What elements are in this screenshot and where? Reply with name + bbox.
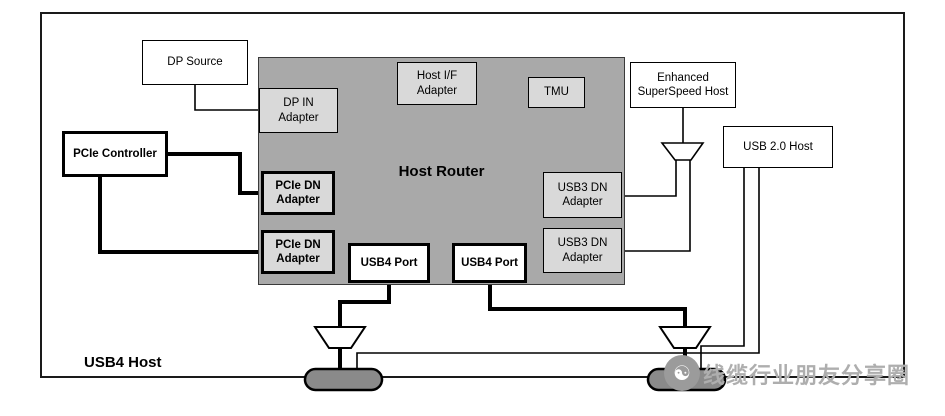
pcie-controller-label: PCIe Controller [73,147,157,160]
usb3-dn-adapter-2-box: USB3 DN Adapter [543,228,622,273]
host-if-adapter-box: Host I/F Adapter [397,62,477,105]
pcie-dn-adapter-2-label: PCIe DN Adapter [275,238,321,265]
pcie-dn-adapter-2-box: PCIe DN Adapter [261,230,335,274]
watermark-logo-icon: ☯ [664,355,700,391]
enhanced-superspeed-host-label: Enhanced SuperSpeed Host [637,71,729,98]
host-if-adapter-label: Host I/F Adapter [416,70,458,97]
enhanced-superspeed-host-box: Enhanced SuperSpeed Host [630,62,736,108]
pcie-dn-adapter-1-label: PCIe DN Adapter [275,179,321,206]
usb4-port-1-label: USB4 Port [360,256,418,269]
pcie-dn-adapter-1-box: PCIe DN Adapter [261,171,335,215]
tmu-label: TMU [544,86,569,99]
usb2-host-label: USB 2.0 Host [743,140,813,153]
dp-source-box: DP Source [142,40,248,85]
usb4-port-1-box: USB4 Port [348,243,430,283]
usb2-host-box: USB 2.0 Host [723,126,833,168]
usb4-port-2-box: USB4 Port [452,243,527,283]
usb4-port-2-label: USB4 Port [461,256,518,269]
tmu-box: TMU [528,77,585,108]
dp-source-label: DP Source [167,56,223,69]
dp-in-adapter-label: DP IN Adapter [278,97,319,124]
watermark-text: 线缆行业朋友分享圈 [703,363,911,388]
usb3-dn-adapter-2-label: USB3 DN Adapter [557,237,608,264]
usb3-dn-adapter-1-box: USB3 DN Adapter [543,172,622,218]
pcie-controller-box: PCIe Controller [62,131,168,177]
usb3-dn-adapter-1-label: USB3 DN Adapter [557,181,608,208]
dp-in-adapter-box: DP IN Adapter [259,88,338,133]
usb4-host-title: USB4 Host [84,354,162,371]
